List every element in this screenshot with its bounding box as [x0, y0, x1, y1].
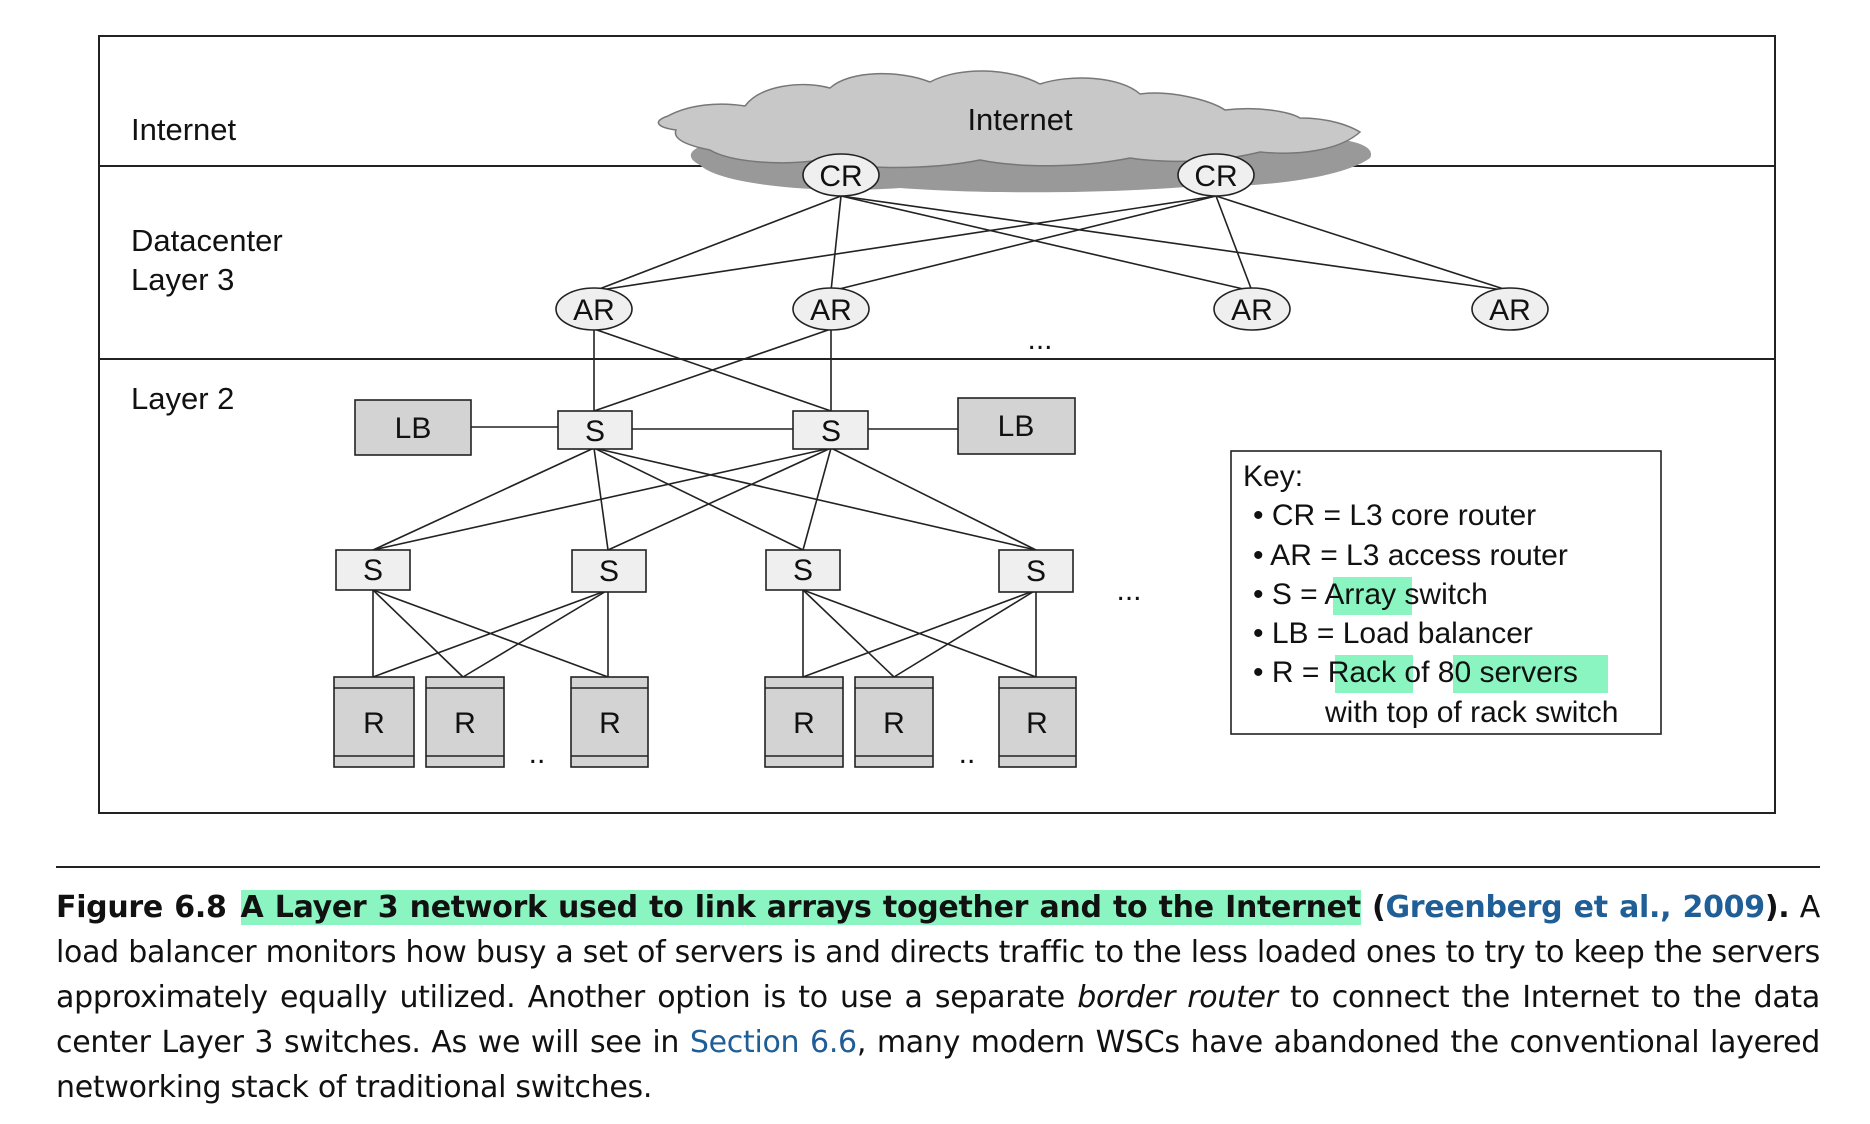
array-switch-mid-4-label: S [1026, 555, 1046, 588]
link-s2-m1 [372, 447, 832, 551]
caption-italic-term: border router [1077, 980, 1278, 1015]
figure-label: Figure 6.8 [56, 890, 227, 925]
array-switch-mid-2: S [571, 549, 647, 593]
layer-label-datacenter: Datacenter [131, 223, 283, 258]
network-diagram: Internet Datacenter Layer 3 Layer 2 Inte… [98, 35, 1776, 814]
array-switch-top-1-label: S [585, 415, 605, 448]
layer-label-layer3: Layer 3 [131, 262, 234, 297]
rack-row-ellipsis-1: .. [529, 737, 546, 770]
link-s1-m4 [593, 447, 1037, 551]
link-cr1-ar2 [830, 195, 842, 292]
array-switch-mid-2-label: S [599, 555, 619, 588]
link-cr1-ar1 [593, 195, 842, 292]
access-router-1: AR [555, 287, 633, 331]
link-m4-r4 [802, 589, 1037, 678]
highlight-rack [1335, 655, 1413, 693]
rack-5: R [854, 676, 934, 768]
link-cr2-ar4 [1215, 195, 1511, 292]
rack-3-label: R [599, 707, 621, 740]
caption-text-2: to connect the Internet to the data cent… [56, 980, 1820, 1060]
rack-6: R [998, 676, 1077, 768]
link-s2-m2 [607, 447, 832, 551]
highlight-80-servers [1453, 655, 1608, 693]
array-switch-mid-1: S [335, 549, 411, 591]
key-legend: Key: • CR = L3 core router • AR = L3 acc… [1230, 450, 1662, 735]
key-item-lb: • LB = Load balancer [1253, 617, 1533, 650]
diagram-frame [98, 35, 1776, 814]
link-cr2-ar2 [830, 195, 1217, 292]
rack-row-ellipsis-2: .. [959, 737, 976, 770]
caption-close-paren: ). [1764, 890, 1790, 925]
key-item-cr: • CR = L3 core router [1253, 499, 1536, 532]
access-router-4: AR [1471, 287, 1549, 331]
load-balancer-2-label: LB [998, 410, 1035, 443]
array-switch-top-2-label: S [821, 415, 841, 448]
caption-text-1: A load balancer monitors how busy a set … [56, 890, 1820, 1015]
link-cr2-ar1 [593, 195, 1217, 292]
access-router-3-label: AR [1231, 294, 1273, 327]
cloud-shape [657, 70, 1362, 169]
rack-3: R [570, 676, 649, 768]
access-router-ellipsis: ... [1027, 323, 1052, 356]
layer-label-layer2: Layer 2 [131, 381, 234, 416]
access-router-2-label: AR [810, 294, 852, 327]
rack-4: R [764, 676, 844, 768]
array-switch-top-1: S [557, 410, 633, 450]
core-router-1: CR [802, 153, 880, 197]
rack-2: R [425, 676, 505, 768]
link-cr2-ar3 [1215, 195, 1253, 292]
link-m3-r5 [802, 589, 895, 678]
access-router-4-label: AR [1489, 294, 1531, 327]
rack-2-label: R [454, 707, 476, 740]
rack-5-label: R [883, 707, 905, 740]
internet-cloud: Internet [657, 70, 1372, 193]
array-switch-mid-3: S [765, 549, 841, 591]
rack-6-label: R [1026, 707, 1048, 740]
connections [372, 195, 1511, 678]
link-m2-r2 [462, 589, 609, 678]
array-switch-mid-4: S [998, 549, 1074, 593]
rack-4-label: R [793, 707, 815, 740]
caption-open-paren: ( [1360, 890, 1386, 925]
rack-1: R [333, 676, 415, 768]
load-balancer-1-label: LB [395, 412, 432, 445]
link-m1-r2 [372, 589, 464, 678]
key-title: Key: [1243, 460, 1303, 493]
load-balancer-1: LB [354, 399, 472, 456]
link-s1-m3 [593, 447, 804, 551]
key-item-r: • R = Rack of 80 servers [1253, 656, 1578, 689]
citation-link[interactable]: Greenberg et al., 2009 [1385, 890, 1765, 925]
highlight-array [1333, 577, 1412, 615]
link-cr1-ar4 [840, 195, 1511, 292]
link-m2-r1 [372, 589, 609, 678]
switch-row-ellipsis: ... [1116, 574, 1141, 607]
link-m4-r5 [893, 589, 1037, 678]
key-item-r-line2: with top of rack switch [1324, 696, 1618, 729]
load-balancer-2: LB [957, 397, 1076, 455]
link-s2-m4 [830, 447, 1037, 551]
rack-1-label: R [363, 707, 385, 740]
access-router-3: AR [1213, 287, 1291, 331]
key-item-s: • S = Array switch [1253, 578, 1488, 611]
section-link[interactable]: Section 6.6 [689, 1025, 857, 1060]
core-router-1-label: CR [819, 160, 862, 193]
array-switch-top-2: S [792, 410, 869, 450]
link-cr1-ar3 [840, 195, 1253, 292]
cloud-label: Internet [967, 102, 1073, 137]
figure-caption: Figure 6.8 A Layer 3 network used to link… [56, 866, 1820, 1110]
access-router-2: AR [792, 287, 870, 331]
link-s1-m1 [372, 447, 595, 551]
core-router-2-label: CR [1194, 160, 1237, 193]
key-item-ar: • AR = L3 access router [1253, 539, 1568, 572]
link-s2-m3 [802, 447, 832, 551]
figure-title: A Layer 3 network used to link arrays to… [240, 890, 1361, 925]
layer-label-internet: Internet [131, 112, 237, 147]
array-switch-mid-1-label: S [363, 554, 383, 587]
access-router-1-label: AR [573, 294, 615, 327]
caption-text-3: , many modern WSCs have abandoned the co… [56, 1025, 1821, 1105]
link-ar2-s1 [593, 328, 832, 412]
core-router-2: CR [1177, 153, 1255, 197]
array-switch-mid-3-label: S [793, 554, 813, 587]
